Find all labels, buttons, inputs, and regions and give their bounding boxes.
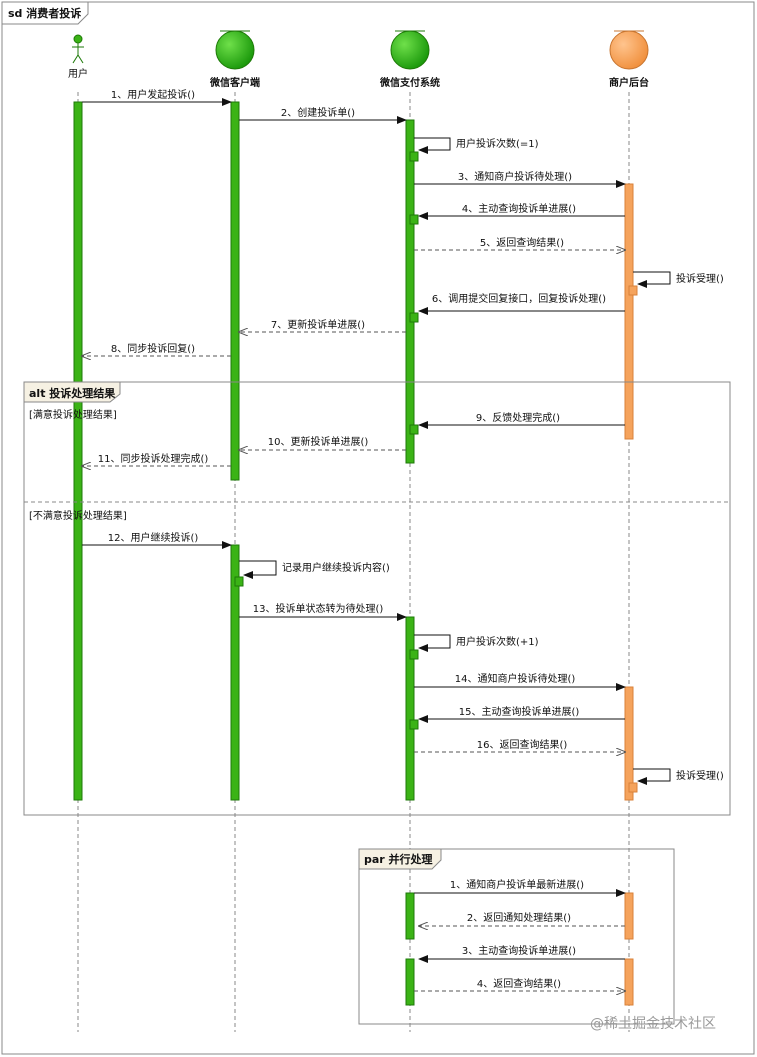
diagram-title: sd 消费者投诉: [8, 6, 81, 20]
message-label: 2、返回通知处理结果(): [467, 911, 571, 924]
messages: 1、用户发起投诉() 2、创建投诉单() 用户投诉次数(=1) 3、通知商户投诉…: [82, 88, 724, 991]
participant-wxclient-label: 微信客户端: [209, 76, 260, 89]
message-label: 15、主动查询投诉单进展(): [459, 705, 580, 718]
message-label: 10、更新投诉单进展(): [268, 435, 369, 448]
message-label: 9、反馈处理完成(): [476, 411, 560, 424]
message-label: 投诉受理(): [676, 272, 724, 285]
participant-merchant: 商户后台: [609, 30, 649, 89]
participant-wxclient: 微信客户端: [209, 30, 260, 89]
message-label: 13、投诉单状态转为待处理(): [253, 602, 384, 615]
message-label: 投诉受理(): [676, 769, 724, 782]
message-label: 3、主动查询投诉单进展(): [462, 944, 576, 957]
alt-fragment: alt 投诉处理结果 [满意投诉处理结果] [不满意投诉处理结果]: [23, 381, 731, 816]
message-label: 8、同步投诉回复(): [111, 342, 195, 355]
message-label: 1、通知商户投诉单最新进展(): [450, 878, 584, 891]
message-label: 6、调用提交回复接口，回复投诉处理(): [432, 292, 606, 305]
message-label: 记录用户继续投诉内容(): [282, 561, 390, 574]
message-label: 14、通知商户投诉待处理(): [455, 672, 576, 685]
par-fragment: par 并行处理: [358, 848, 675, 1025]
message-label: 5、返回查询结果(): [480, 236, 564, 249]
participant-merchant-label: 商户后台: [609, 76, 649, 89]
message-label: 3、通知商户投诉待处理(): [458, 170, 572, 183]
alt-guard-unsatisfied: [不满意投诉处理结果]: [29, 509, 127, 522]
message-label: 1、用户发起投诉(): [111, 88, 195, 101]
participant-wxpay-label: 微信支付系统: [379, 76, 440, 89]
alt-fragment-title: alt 投诉处理结果: [29, 386, 115, 400]
message-label: 2、创建投诉单(): [281, 106, 355, 119]
message-label: 12、用户继续投诉(): [108, 531, 199, 544]
alt-guard-satisfied: [满意投诉处理结果]: [29, 408, 117, 421]
message-label: 16、返回查询结果(): [477, 738, 568, 751]
participant-user: 用户: [68, 34, 88, 80]
message-label: 4、主动查询投诉单进展(): [462, 202, 576, 215]
message-label: 7、更新投诉单进展(): [271, 318, 365, 331]
par-fragment-title: par 并行处理: [364, 852, 433, 866]
message-label: 用户投诉次数(+1): [456, 635, 539, 648]
lifelines: [77, 92, 630, 1032]
participant-wxpay: 微信支付系统: [379, 30, 440, 89]
watermark: @稀土掘金技术社区: [590, 1016, 716, 1032]
activation-bars: [73, 101, 638, 1006]
title-tab: [1, 1, 89, 25]
message-label: 用户投诉次数(=1): [456, 137, 539, 150]
message-label: 11、同步投诉处理完成(): [98, 452, 209, 465]
message-label: 4、返回查询结果(): [477, 977, 561, 990]
participant-user-label: 用户: [68, 67, 88, 80]
